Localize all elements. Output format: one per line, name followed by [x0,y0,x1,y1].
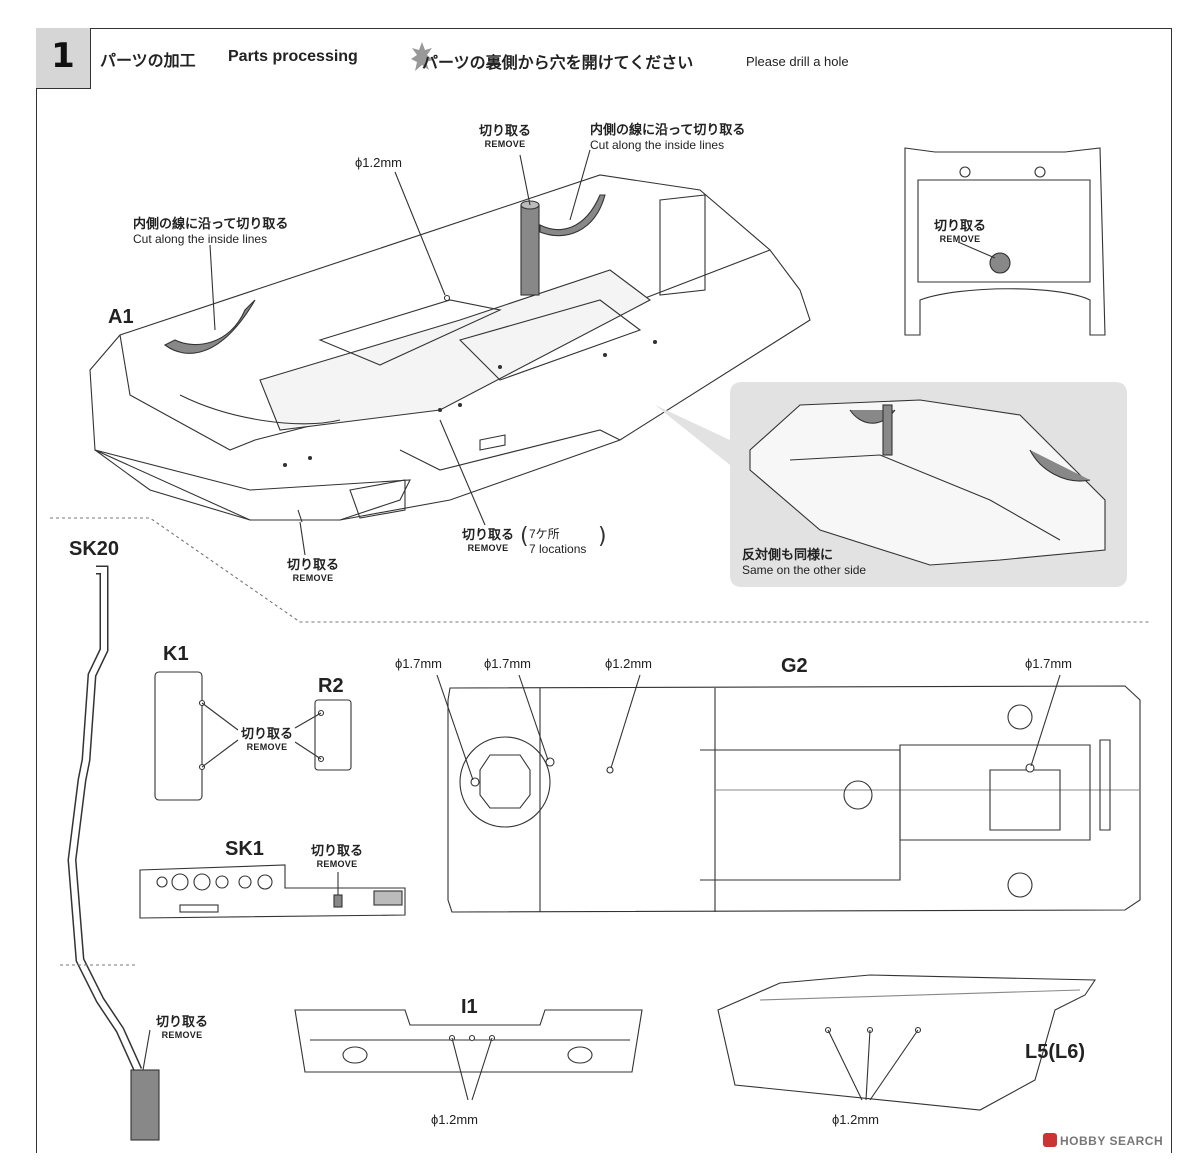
step-title-jp: パーツの加工 [100,51,196,70]
g2-dim-2: ϕ1.7mm [484,656,532,671]
locations-en: 7 locations [529,542,587,556]
remove-label-en: REMOVE [939,234,981,244]
drill-note-en: Please drill a hole [746,54,849,69]
remove-label-en: REMOVE [484,139,526,149]
step-number-box: 1 [36,28,91,89]
a1-cut-inside-front: 内側の線に沿って切り取る Cut along the inside lines [133,213,288,246]
other-side-jp: 反対側も同様に [742,548,834,563]
hobby-search-logo-icon [1043,1133,1057,1147]
inset-remove-callout: 切り取る REMOVE [925,215,995,244]
watermark: HOBBY SEARCH [1060,1134,1164,1148]
part-label-k1: K1 [163,643,189,665]
locations-jp: 7ケ所 [529,527,560,541]
a1-post-remove-callout: 切り取る REMOVE [470,120,540,149]
remove-label-jp: 切り取る [478,124,531,139]
other-side-note: 反対側も同様に Same on the other side [742,544,866,577]
remove-label-en: REMOVE [467,543,509,553]
remove-label-en: REMOVE [292,573,334,583]
part-label-g2: G2 [781,655,808,677]
cut-inside-en: Cut along the inside lines [590,138,725,152]
l5-hole-dim: ϕ1.2mm [832,1112,880,1127]
step-number: 1 [51,36,75,76]
part-label-a1: A1 [108,306,134,328]
a1-tab-remove-callout: 切り取る REMOVE [278,554,348,583]
cut-inside-jp: 内側の線に沿って切り取る [590,123,746,138]
a1-hole-dim: ϕ1.2mm [355,155,403,170]
a1-cut-inside-rear: 内側の線に沿って切り取る Cut along the inside lines [590,119,745,152]
remove-label-jp: 切り取る [286,558,339,573]
part-label-r2: R2 [318,675,344,697]
remove-label-en: REMOVE [246,742,288,752]
cut-inside-jp: 内側の線に沿って切り取る [133,217,289,232]
part-label-sk1: SK1 [225,838,264,860]
sk1-remove-callout: 切り取る REMOVE [302,840,372,869]
remove-label-jp: 切り取る [240,727,293,742]
remove-label-en: REMOVE [316,859,358,869]
g2-dim-3: ϕ1.2mm [605,656,653,671]
step-frame [36,28,1172,1153]
part-label-l5: L5(L6) [1025,1041,1085,1063]
cut-inside-en: Cut along the inside lines [133,232,268,246]
remove-label-jp: 切り取る [155,1015,208,1030]
remove-label-jp: 切り取る [310,844,363,859]
paren-close: ) [598,524,607,549]
paren-open: ( [520,524,529,549]
sk20-remove-callout: 切り取る REMOVE [147,1011,217,1040]
part-label-sk20: SK20 [69,538,120,560]
i1-hole-dim: ϕ1.2mm [431,1112,479,1127]
g2-dim-1: ϕ1.7mm [395,656,443,671]
remove-label-jp: 切り取る [933,219,986,234]
remove-label-jp: 切り取る [461,528,514,543]
part-label-i1: I1 [461,996,478,1018]
g2-dim-4: ϕ1.7mm [1025,656,1073,671]
remove-label-en: REMOVE [161,1030,203,1040]
a1-holes-remove-callout: 切り取る REMOVE [453,524,523,553]
k1-r2-remove-callout: 切り取る REMOVE [232,723,302,752]
step-title-en: Parts processing [228,48,358,65]
drill-burst-icon [411,42,433,71]
locations-count: 7ケ所 7 locations [529,525,586,556]
drill-note-jp: パーツの裏側から穴を開けてください [422,53,694,72]
other-side-en: Same on the other side [742,563,867,577]
